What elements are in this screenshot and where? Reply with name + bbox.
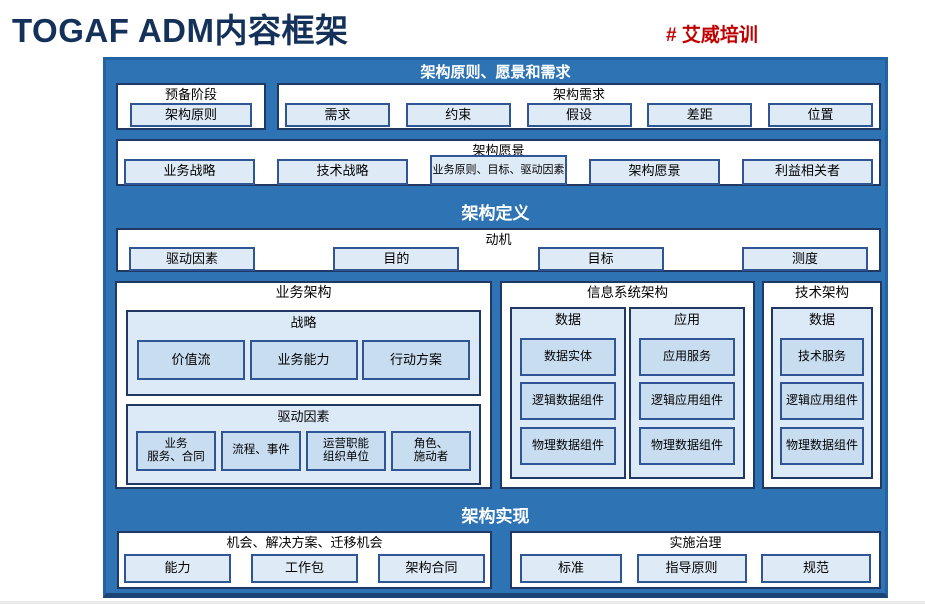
drivers-group-title: 驱动因素	[277, 409, 330, 424]
architecture-requirements-title: 架构需求	[552, 87, 605, 102]
item-box: 价值流	[137, 340, 245, 380]
item-box: 架构原则	[130, 103, 252, 127]
item-box: 业务能力	[249, 340, 358, 380]
item-box: 利益相关者	[742, 158, 873, 185]
strategy-group: 战略 价值流 业务能力 行动方案	[126, 310, 481, 396]
item-box: 规范	[761, 554, 871, 583]
item-box: 约束	[405, 103, 511, 127]
item-box: 指导原则	[636, 554, 747, 583]
item-box: 业务原则、目标、驱动因素	[430, 155, 567, 185]
item-box: 物理数据组件	[639, 426, 735, 465]
slide-bottom-edge	[0, 601, 925, 604]
application-group-title: 应用	[673, 312, 700, 327]
item-box: 位置	[768, 103, 873, 127]
item-box: 架构愿景	[589, 158, 720, 185]
opportunities-box: 机会、解决方案、迁移机会 能力 工作包 架构合同	[117, 531, 492, 589]
item-box: 技术战略	[277, 158, 408, 185]
drivers-group: 驱动因素 业务 服务、合同 流程、事件 运营职能 组织单位 角色、 施动者	[126, 404, 481, 485]
page-title: TOGAF ADM内容框架	[12, 12, 349, 49]
motivation-title: 动机	[485, 232, 512, 247]
item-box: 工作包	[251, 554, 358, 583]
brand-label: # 艾威培训	[666, 25, 758, 46]
section-header-definition: 架构定义	[461, 204, 530, 223]
section-header-realization: 架构实现	[461, 507, 530, 526]
information-systems-title: 信息系统架构	[587, 285, 668, 300]
item-box: 标准	[520, 554, 622, 583]
item-box: 目的	[333, 247, 460, 271]
data-group: 数据 数据实体 逻辑数据组件 物理数据组件	[510, 307, 626, 479]
section-header-principles: 架构原则、愿景和需求	[420, 64, 571, 81]
architecture-requirements-box: 架构需求 需求 约束 假设 差距 位置	[277, 83, 881, 130]
tech-data-group-title: 数据	[808, 312, 835, 327]
business-architecture-title: 业务架构	[275, 284, 332, 300]
item-box: 假设	[526, 103, 632, 127]
opportunities-title: 机会、解决方案、迁移机会	[226, 535, 383, 550]
implementation-governance-box: 实施治理 标准 指导原则 规范	[510, 531, 881, 589]
item-box: 架构合同	[378, 554, 485, 583]
item-box: 数据实体	[520, 337, 616, 376]
item-box: 物理数据组件	[520, 426, 616, 465]
item-box: 业务战略	[124, 158, 255, 185]
item-box: 业务 服务、合同	[136, 431, 216, 471]
preliminary-phase-box: 预备阶段 架构原则	[116, 83, 266, 130]
item-box: 逻辑应用组件	[780, 382, 864, 420]
motivation-box: 动机 驱动因素 目的 目标 测度	[116, 228, 881, 272]
technology-architecture-box: 技术架构 数据 技术服务 逻辑应用组件 物理数据组件	[762, 281, 882, 489]
item-box: 应用服务	[639, 337, 735, 376]
item-box: 逻辑应用组件	[639, 382, 735, 420]
item-box: 目标	[537, 247, 664, 271]
implementation-governance-title: 实施治理	[669, 535, 722, 550]
information-systems-architecture-box: 信息系统架构 数据 数据实体 逻辑数据组件 物理数据组件 应用 应用服务 逻辑应…	[500, 281, 755, 489]
item-box: 运营职能 组织单位	[306, 431, 386, 471]
business-architecture-box: 业务架构 战略 价值流 业务能力 行动方案 驱动因素 业务 服务、合同 流程、事…	[115, 281, 492, 489]
item-box: 能力	[124, 554, 231, 583]
item-box: 物理数据组件	[780, 426, 864, 465]
strategy-group-title: 战略	[290, 315, 317, 330]
item-box: 行动方案	[362, 340, 470, 380]
item-box: 逻辑数据组件	[520, 382, 616, 420]
data-group-title: 数据	[554, 312, 581, 327]
item-box: 角色、 施动者	[391, 431, 471, 471]
item-box: 技术服务	[780, 337, 864, 376]
tech-data-group: 数据 技术服务 逻辑应用组件 物理数据组件	[771, 307, 873, 479]
item-box: 驱动因素	[129, 247, 255, 271]
item-box: 测度	[741, 247, 868, 271]
architecture-vision-title: 架构愿景	[472, 143, 525, 158]
preliminary-phase-title: 预备阶段	[164, 87, 217, 102]
item-box: 差距	[647, 103, 753, 127]
architecture-vision-box: 架构愿景 业务战略 技术战略 业务原则、目标、驱动因素 架构愿景 利益相关者	[116, 139, 881, 186]
item-box: 需求	[285, 103, 390, 127]
application-group: 应用 应用服务 逻辑应用组件 物理数据组件	[629, 307, 745, 479]
technology-architecture-title: 技术架构	[795, 285, 849, 300]
item-box: 流程、事件	[221, 431, 301, 471]
